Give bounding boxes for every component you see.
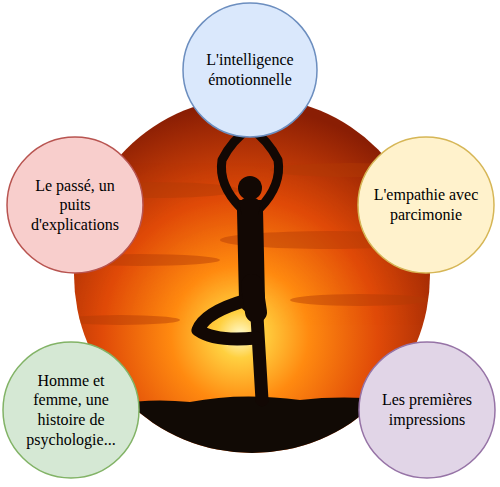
yoga-shoulders [238, 200, 262, 215]
topic-circle: Le passé, un puits d'explications [6, 136, 144, 274]
topic-circle: Homme et femme, une histoire de psycholo… [2, 341, 140, 479]
topic-label: L'intelligence émotionnelle [194, 50, 306, 89]
circle-outline [357, 136, 495, 274]
circle-outline [182, 2, 318, 138]
topic-circle: L'intelligence émotionnelle [182, 2, 318, 138]
circle-shape [7, 137, 143, 273]
yoga-head [238, 176, 262, 200]
topic-label: Les premières impressions [372, 390, 482, 429]
circle-shape [358, 137, 494, 273]
topic-circle: Les premières impressions [358, 341, 496, 479]
topic-label: L'empathie avec parcimonie [368, 185, 484, 224]
circle-shape [359, 342, 495, 478]
topic-circle: L'empathie avec parcimonie [357, 136, 495, 274]
circle-outline [358, 341, 496, 479]
yoga-figure [198, 128, 279, 400]
topic-label: Homme et femme, une histoire de psycholo… [15, 371, 127, 449]
topic-label: Le passé, un puits d'explications [23, 176, 127, 235]
circle-shape [183, 3, 317, 137]
circle-outline [2, 341, 140, 479]
circle-shape [3, 342, 139, 478]
